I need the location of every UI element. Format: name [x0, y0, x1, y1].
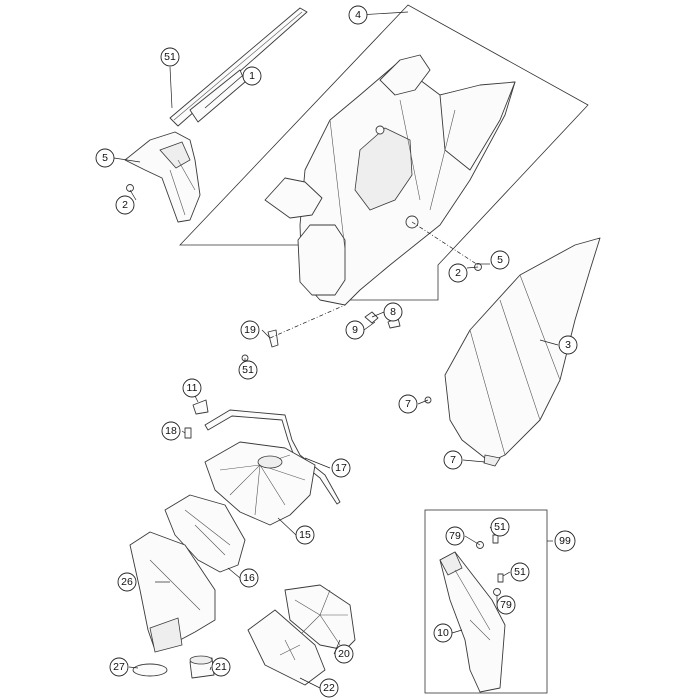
callout-21: 21 [211, 657, 231, 677]
part-15-filter [204, 441, 316, 526]
svg-text:9: 9 [352, 324, 358, 336]
svg-text:2: 2 [122, 199, 128, 211]
callout-3: 3 [558, 335, 578, 355]
part-1-side-strip [124, 7, 308, 223]
svg-text:21: 21 [215, 661, 227, 673]
callout-10: 10 [433, 623, 453, 643]
callout-26: 26 [117, 572, 137, 592]
callout-7-bottom: 7 [443, 450, 463, 470]
part-16-filter-cage [164, 494, 246, 573]
callout-7-top: 7 [398, 394, 418, 414]
svg-text:5: 5 [102, 152, 108, 164]
svg-text:51: 51 [242, 364, 254, 376]
svg-text:4: 4 [355, 9, 361, 21]
callout-79-top: 79 [445, 526, 465, 546]
callout-51-mid: 51 [238, 360, 258, 380]
svg-text:19: 19 [244, 324, 256, 336]
part-27-clamp [132, 663, 168, 677]
callout-2-left: 2 [115, 195, 135, 215]
callout-17: 17 [331, 458, 351, 478]
part-20-grille [284, 584, 356, 651]
part-17-hose [204, 409, 341, 505]
callout-2-right: 2 [448, 263, 468, 283]
svg-text:7: 7 [405, 398, 411, 410]
callout-4: 4 [348, 5, 368, 25]
svg-text:99: 99 [559, 535, 571, 547]
callout-11: 11 [182, 378, 202, 398]
svg-text:16: 16 [243, 572, 255, 584]
svg-text:2: 2 [455, 267, 461, 279]
svg-text:5: 5 [497, 254, 503, 266]
svg-text:51: 51 [164, 51, 176, 63]
part-3-side-cover [444, 237, 601, 467]
callout-22: 22 [319, 678, 339, 698]
callout-27: 27 [109, 657, 129, 677]
svg-text:10: 10 [437, 627, 449, 639]
svg-text:18: 18 [165, 425, 177, 437]
callout-5-right: 5 [490, 250, 510, 270]
svg-text:1: 1 [249, 70, 255, 82]
svg-text:3: 3 [565, 339, 571, 351]
svg-text:27: 27 [113, 661, 125, 673]
svg-text:8: 8 [390, 306, 396, 318]
svg-text:51: 51 [494, 521, 506, 533]
kit-frame-99 [424, 509, 548, 694]
svg-text:20: 20 [338, 648, 350, 660]
svg-text:51: 51 [514, 566, 526, 578]
callout-9: 9 [345, 320, 365, 340]
callout-20: 20 [334, 644, 354, 664]
callout-1: 1 [242, 66, 262, 86]
callout-19: 19 [240, 320, 260, 340]
callout-51-top: 51 [160, 47, 180, 67]
svg-text:11: 11 [187, 382, 198, 394]
callout-99: 99 [554, 530, 576, 552]
svg-text:22: 22 [323, 682, 335, 694]
svg-text:26: 26 [121, 576, 133, 588]
washer-left [126, 184, 134, 192]
part-4-airbox-housing [264, 54, 516, 306]
svg-text:17: 17 [335, 462, 347, 474]
part-10-filter-cover [439, 534, 506, 693]
callout-79-bottom: 79 [496, 595, 516, 615]
callout-51-box-top: 51 [490, 517, 510, 537]
svg-text:79: 79 [500, 599, 512, 611]
callout-8: 8 [383, 302, 403, 322]
part-22-foam-pad [247, 609, 326, 686]
callout-16: 16 [239, 568, 259, 588]
callout-18: 18 [161, 421, 181, 441]
callout-15: 15 [295, 525, 315, 545]
svg-text:15: 15 [299, 529, 311, 541]
svg-text:7: 7 [450, 454, 456, 466]
part-21-sleeve [189, 655, 215, 679]
callout-51-box-bottom: 51 [510, 562, 530, 582]
callout-5-left: 5 [95, 148, 115, 168]
svg-text:79: 79 [449, 530, 461, 542]
part-26-intake-boot [129, 531, 216, 653]
